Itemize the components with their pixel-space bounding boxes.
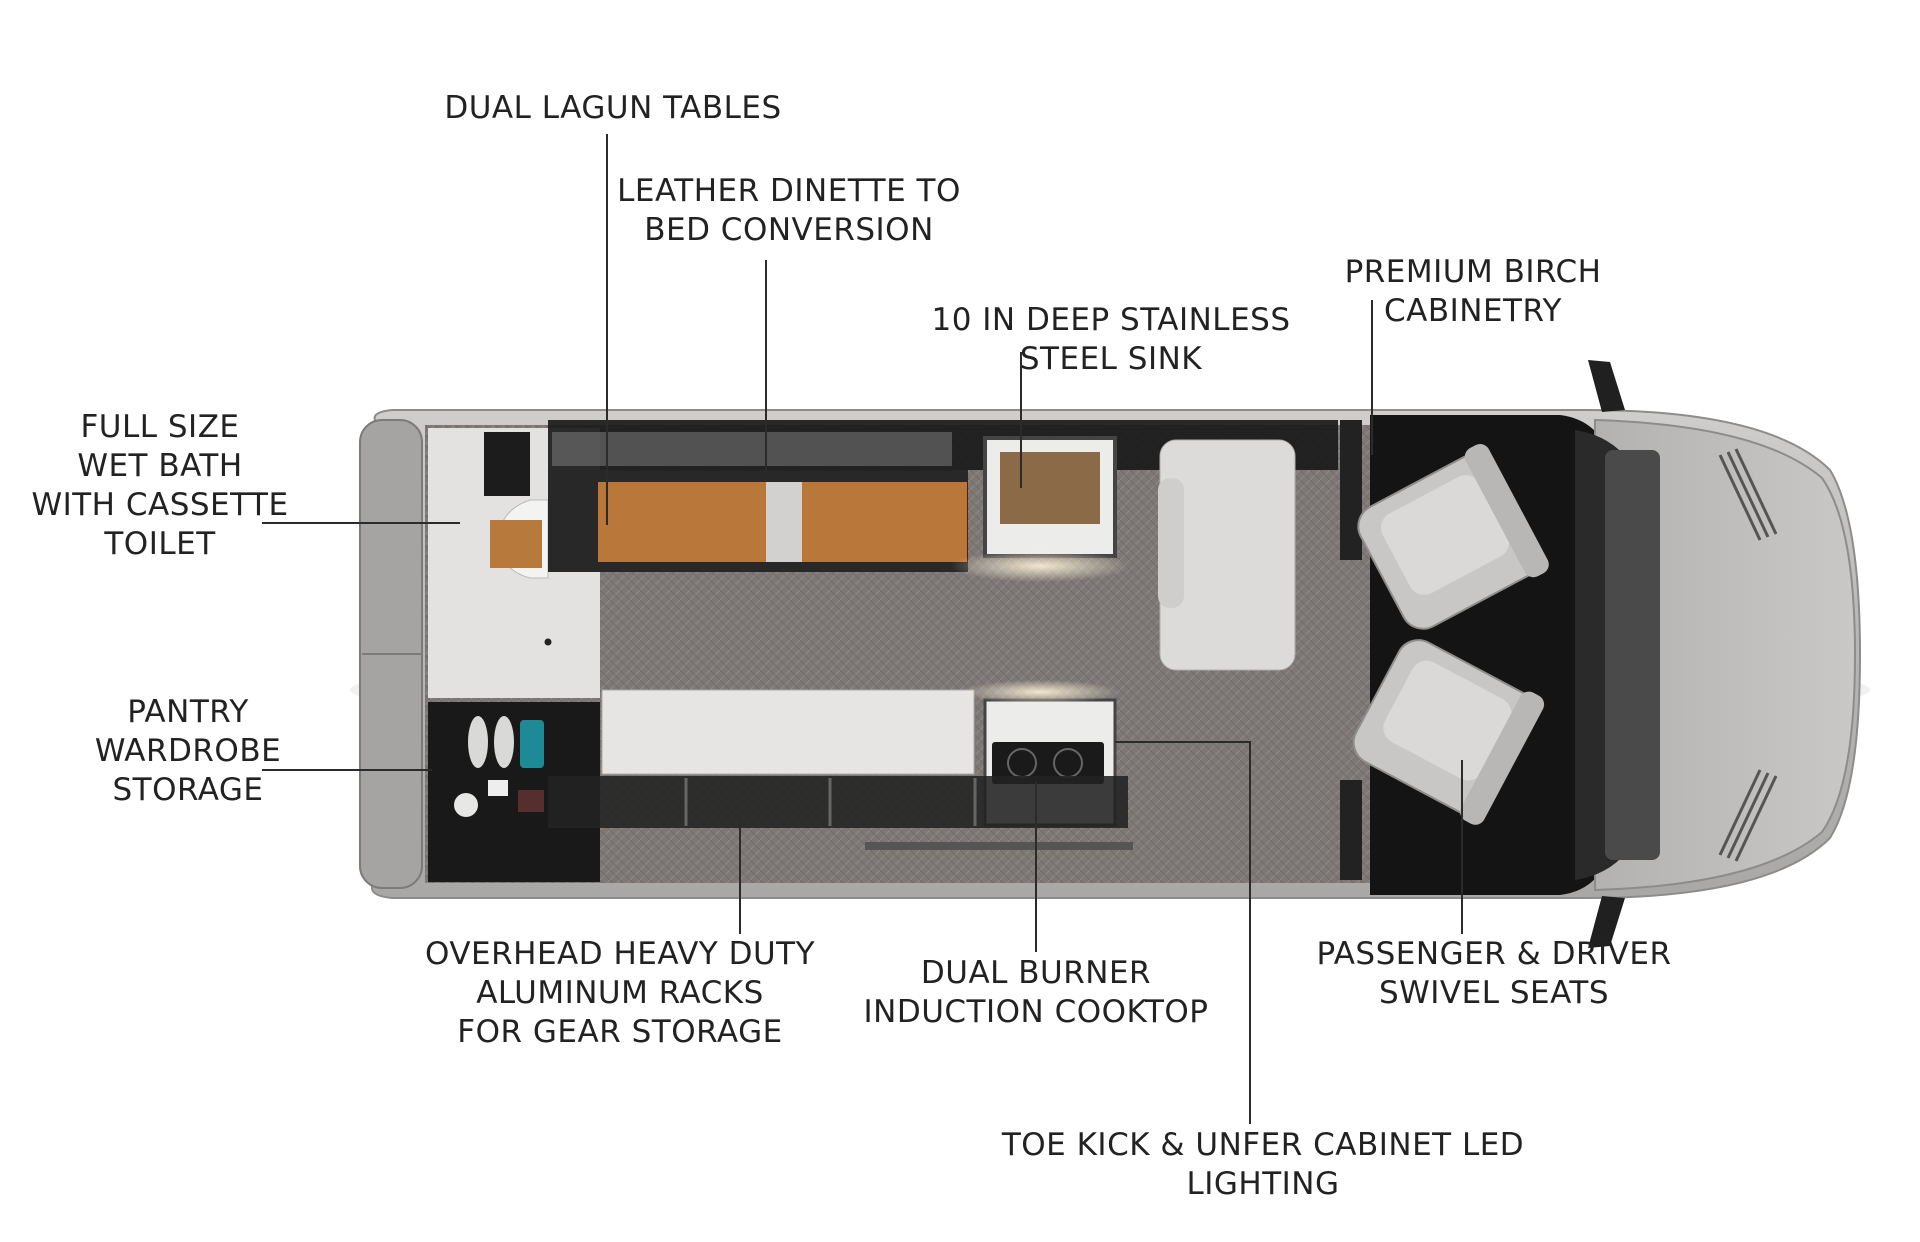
callout-line: LIGHTING: [1186, 1166, 1340, 1202]
dashboard: [1605, 450, 1660, 860]
callout-line: WARDROBE: [94, 733, 282, 769]
cab-partition: [1340, 420, 1362, 560]
callout-line: TOE KICK & UNFER CABINET LED: [1001, 1127, 1525, 1163]
pantry-items: [454, 716, 544, 817]
callout-line: SWIVEL SEATS: [1378, 975, 1610, 1011]
callout-wet-bath: FULL SIZE WET BATH WITH CASSETTE TOILET: [31, 408, 288, 564]
passenger-swivel-seat: [1352, 639, 1545, 825]
callout-leaders: [262, 134, 1463, 1124]
callout-line: TOILET: [104, 526, 216, 562]
hood-vents: [1718, 448, 1778, 862]
overhead-rack-dividers: [684, 778, 977, 826]
callout-line: PREMIUM BIRCH: [1344, 254, 1602, 290]
lagun-table-1: [598, 482, 766, 562]
callout-line: STORAGE: [112, 772, 264, 808]
callout-line: WET BATH: [77, 448, 243, 484]
callout-swivel-seats: PASSENGER & DRIVER SWIVEL SEATS: [1317, 935, 1672, 1013]
callout-line: INDUCTION COOKTOP: [863, 994, 1209, 1030]
callout-line: CABINETRY: [1384, 293, 1562, 329]
callout-stainless-sink: 10 IN DEEP STAINLESS STEEL SINK: [931, 301, 1290, 379]
bath-drain: [544, 638, 552, 646]
upper-cabinet-face: [552, 432, 952, 466]
bath-wall: [484, 432, 530, 496]
callout-line: PASSENGER & DRIVER: [1316, 936, 1672, 972]
callout-line: WITH CASSETTE: [31, 487, 289, 523]
callout-line: 10 IN DEEP STAINLESS: [931, 302, 1291, 338]
lagun-table-2: [802, 482, 967, 562]
callout-induction-cooktop: DUAL BURNER INDUCTION COOKTOP: [864, 954, 1209, 1032]
callout-line: FOR GEAR STORAGE: [457, 1014, 783, 1050]
callout-dual-lagun-tables: DUAL LAGUN TABLES: [444, 89, 781, 128]
bath-teak-mat: [490, 520, 542, 568]
callout-line: PANTRY: [127, 694, 249, 730]
driver-swivel-seat: [1357, 444, 1549, 630]
driver-mirror: [1588, 360, 1625, 412]
callout-line: ALUMINUM RACKS: [476, 975, 764, 1011]
callout-birch-cabinetry: PREMIUM BIRCH CABINETRY: [1345, 253, 1602, 331]
sink-glow: [950, 550, 1130, 582]
passenger-mirror: [1588, 896, 1625, 948]
callout-line: OVERHEAD HEAVY DUTY: [424, 936, 816, 972]
callout-line: LEATHER DINETTE TO: [617, 173, 961, 209]
cooktop-glow: [960, 680, 1120, 704]
lower-cabinet-run: [548, 776, 1128, 828]
callout-leather-dinette: LEATHER DINETTE TO BED CONVERSION: [617, 172, 961, 250]
dinette-seat-gap: [766, 482, 802, 562]
callout-line: STEEL SINK: [1019, 341, 1203, 377]
callout-line: DUAL BURNER: [920, 955, 1152, 991]
leader-led-lighting: [1115, 741, 1251, 1124]
callout-line: FULL SIZE: [80, 409, 240, 445]
bench-armrest: [1158, 478, 1184, 608]
callout-line: DUAL LAGUN TABLES: [444, 90, 782, 126]
callout-led-lighting: TOE KICK & UNFER CABINET LED LIGHTING: [1002, 1126, 1524, 1204]
galley-counter: [601, 689, 975, 775]
callout-overhead-racks: OVERHEAD HEAVY DUTY ALUMINUM RACKS FOR G…: [425, 935, 815, 1052]
callout-pantry-wardrobe: PANTRY WARDROBE STORAGE: [95, 693, 281, 810]
callout-line: BED CONVERSION: [644, 212, 934, 248]
sliding-door-track: [865, 842, 1133, 850]
cab-partition-lower: [1340, 780, 1362, 880]
stainless-sink-basin: [1000, 452, 1100, 524]
